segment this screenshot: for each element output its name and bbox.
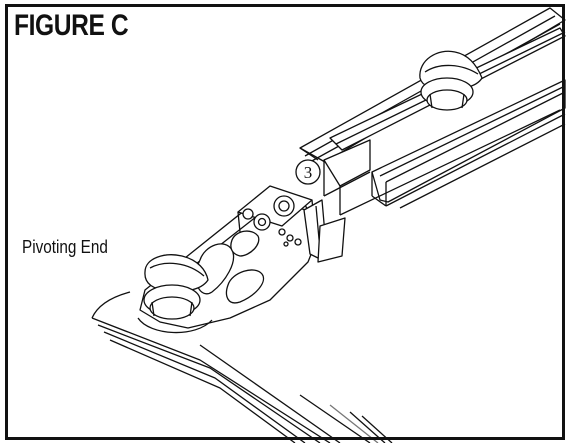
step-number-circle [295,159,321,185]
figure-title: FIGURE C [14,9,129,42]
lower-rail [371,79,566,209]
clamp-bracket [237,185,346,263]
step-number: 3 [304,163,313,182]
base-rail [91,291,393,443]
upper-knob [419,50,483,111]
figure-frame [5,4,565,440]
channel-track [323,109,561,216]
step-callout: 3 [295,159,321,185]
pivoting-end-label: Pivoting End [22,237,108,257]
pivot-knob [137,254,213,334]
